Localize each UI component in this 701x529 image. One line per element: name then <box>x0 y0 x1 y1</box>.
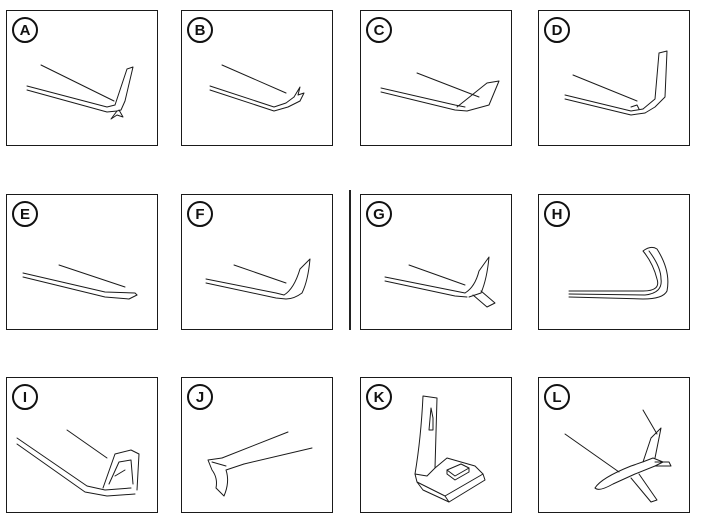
panel-label: A <box>12 17 38 43</box>
panel-i: I <box>6 377 158 513</box>
panel-c: C <box>360 10 512 146</box>
panel-label: I <box>12 384 38 410</box>
divider-line <box>349 190 351 330</box>
panel-a: A <box>6 10 158 146</box>
panel-f: F <box>181 194 333 330</box>
panel-label: L <box>544 384 570 410</box>
panel-b: B <box>181 10 333 146</box>
panel-label: H <box>544 201 570 227</box>
panel-d: D <box>538 10 690 146</box>
wingtip-loop-spiroid-icon <box>16 429 140 497</box>
panel-e: E <box>6 194 158 330</box>
panel-h: H <box>538 194 690 330</box>
panel-label: J <box>187 384 213 410</box>
panel-j: J <box>181 377 333 513</box>
panel-label: E <box>12 201 38 227</box>
panel-label: G <box>366 201 392 227</box>
wingtip-spiroid-hook-icon <box>568 246 669 300</box>
wingtip-curved-winglet-icon <box>205 258 311 300</box>
wingtip-winglet-up-down-icon <box>26 64 134 120</box>
wingtip-raked-tip-icon <box>22 264 138 300</box>
panel-label: K <box>366 384 392 410</box>
wingtip-endplate-box-icon <box>414 395 486 503</box>
wingtip-split-winglet-icon <box>384 256 496 308</box>
wingtip-blended-winglet-icon <box>564 50 668 116</box>
aircraft-planform-icon <box>564 409 672 503</box>
panel-label: F <box>187 201 213 227</box>
panel-k: K <box>360 377 512 513</box>
panel-g: G <box>360 194 512 330</box>
panel-label: D <box>544 17 570 43</box>
panel-label: C <box>366 17 392 43</box>
panel-l: L <box>538 377 690 513</box>
wingtip-raked-fin-icon <box>380 72 500 112</box>
wingtip-downward-curl-icon <box>207 431 313 497</box>
panel-label: B <box>187 17 213 43</box>
wingtip-split-scimitar-icon <box>209 64 305 112</box>
